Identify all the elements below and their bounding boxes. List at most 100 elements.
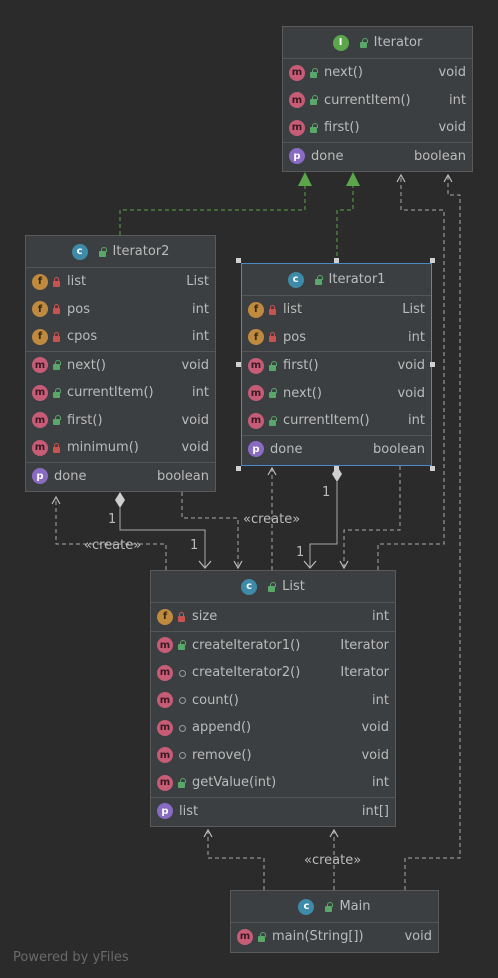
class-name: Iterator	[373, 35, 423, 50]
member-name: currentItem()	[283, 413, 370, 429]
selection-handle[interactable]	[334, 466, 339, 471]
public-lock-icon	[268, 415, 277, 426]
selection-handle[interactable]	[430, 258, 435, 263]
member-name: createIterator1()	[192, 637, 301, 653]
dep-main-list[interactable]	[203, 828, 265, 890]
dep-iterator2-list-create[interactable]	[181, 492, 243, 570]
create-label-main: «create»	[304, 853, 361, 868]
member-name: list	[283, 302, 303, 318]
property-icon: p	[157, 803, 173, 820]
member-type: int	[408, 329, 425, 345]
interface-icon: I	[332, 34, 349, 51]
member-type: int[]	[361, 803, 389, 819]
selection-handle[interactable]	[334, 258, 339, 263]
member-type: int	[408, 413, 425, 429]
member-name: main(String[])	[272, 929, 364, 945]
method-icon: m	[289, 119, 305, 136]
member-type: boolean	[373, 441, 425, 457]
dep-list-iterator2-create[interactable]	[51, 495, 167, 570]
realization-iterator2-iterator[interactable]	[119, 172, 312, 235]
create-label-iter2-left: «create»	[84, 538, 141, 553]
dep-main-iterator[interactable]	[404, 173, 461, 890]
member-type: Iterator	[340, 637, 389, 653]
selection-handle[interactable]	[236, 362, 241, 367]
member-type: void	[181, 412, 209, 428]
property-icon: p	[248, 441, 264, 458]
member-name: minimum()	[67, 440, 139, 456]
member-type: List	[402, 302, 425, 318]
field-icon: f	[248, 329, 264, 346]
method-icon: m	[32, 439, 48, 456]
member-name: pos	[67, 301, 90, 317]
member-name: next()	[283, 385, 322, 401]
multiplicity-label: 1	[322, 485, 330, 500]
assoc-iterator2-list[interactable]	[115, 492, 212, 569]
private-lock-icon	[52, 442, 61, 453]
method-icon: m	[248, 412, 264, 429]
method-icon: m	[289, 64, 305, 81]
member-type: int	[449, 92, 466, 108]
public-lock-icon	[268, 388, 277, 399]
private-lock-icon	[52, 276, 61, 287]
class-name: Iterator2	[112, 244, 170, 259]
package-private-icon	[177, 668, 186, 678]
member-type: boolean	[157, 468, 209, 484]
field-icon: f	[32, 301, 48, 318]
class-icon: c	[287, 271, 304, 288]
selection-handle[interactable]	[236, 466, 241, 471]
member-type: void	[181, 357, 209, 373]
method-row[interactable]: m currentItem() int	[242, 407, 431, 435]
selection-handle[interactable]	[236, 258, 241, 263]
selection-handle[interactable]	[430, 466, 435, 471]
assoc-iterator1-list[interactable]	[303, 466, 342, 569]
realization-iterator1-iterator[interactable]	[336, 172, 360, 263]
method-icon: m	[157, 664, 173, 681]
member-name: list	[179, 803, 199, 819]
field-icon: f	[248, 301, 264, 318]
dep-iterator1-list[interactable]	[339, 466, 401, 570]
class-name: Main	[339, 899, 371, 914]
selection-handle[interactable]	[430, 362, 435, 367]
multiplicity-label: 1	[108, 512, 116, 527]
field-row[interactable]: f list List	[242, 296, 431, 324]
dep-list-iterator[interactable]	[377, 173, 445, 570]
private-lock-icon	[268, 332, 277, 343]
